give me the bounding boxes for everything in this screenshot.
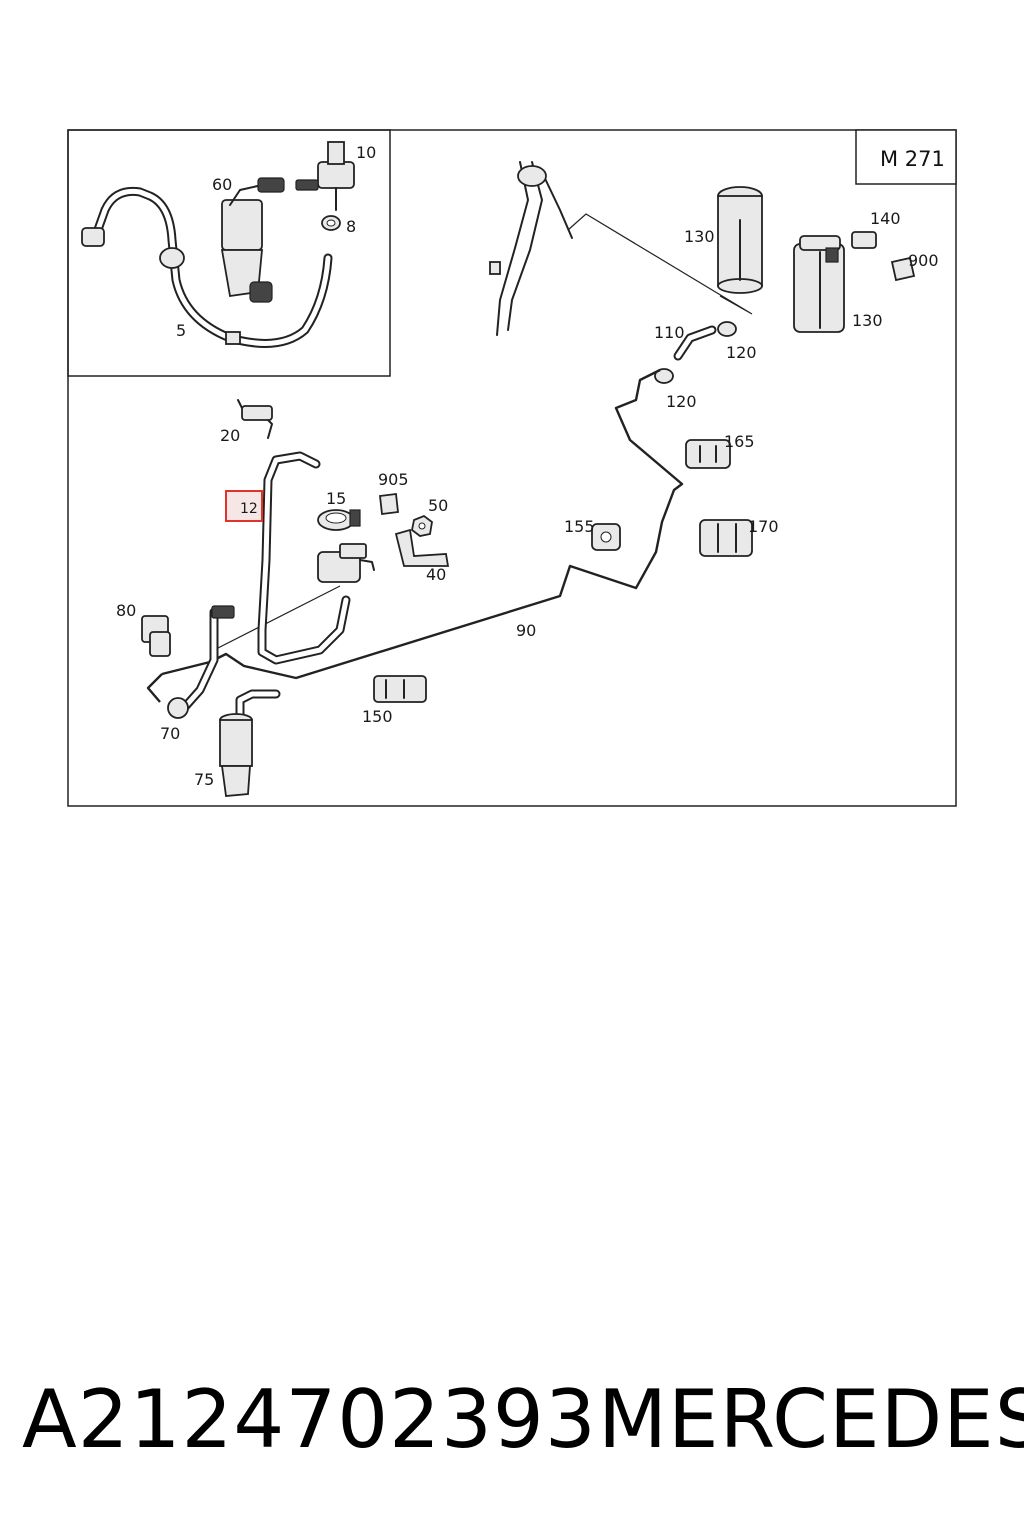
line-90 <box>146 368 684 703</box>
inset-valve-10 <box>295 141 355 211</box>
inset-canister-60 <box>220 177 285 303</box>
valve-assembly <box>317 543 375 583</box>
inset-hose-5 <box>81 186 333 348</box>
callout-80: 80 <box>116 601 136 620</box>
callout-130-left: 130 <box>684 227 715 246</box>
callout-60: 60 <box>212 175 232 194</box>
callout-905: 905 <box>378 470 409 489</box>
canister-75 <box>219 689 281 797</box>
callout-8: 8 <box>346 217 356 236</box>
callout-130-right: 130 <box>852 311 883 330</box>
callout-20: 20 <box>220 426 240 445</box>
callout-50: 50 <box>428 496 448 515</box>
part-140 <box>851 231 877 249</box>
hose-12 <box>257 451 351 665</box>
callout-70: 70 <box>160 724 180 743</box>
callout-12: 12 <box>240 501 258 517</box>
part-165 <box>685 439 731 469</box>
bracket-20 <box>237 399 273 439</box>
hose-110 <box>673 325 717 361</box>
callout-170: 170 <box>748 517 779 536</box>
model-label: M 271 <box>880 147 945 171</box>
callout-120-upper: 120 <box>726 343 757 362</box>
callout-12-highlight <box>225 490 263 522</box>
callout-150: 150 <box>362 707 393 726</box>
part-155 <box>591 523 621 551</box>
parts-diagram: M 271 <box>67 129 957 807</box>
clip-150 <box>373 675 427 703</box>
canister-130-right <box>793 235 845 333</box>
callout-75: 75 <box>194 770 214 789</box>
harness-assembly <box>489 161 753 336</box>
brand-name: MERCEDES <box>598 1373 1024 1466</box>
callout-40: 40 <box>426 565 446 584</box>
label-905 <box>379 492 399 516</box>
callout-140: 140 <box>870 209 901 228</box>
hose-70 <box>167 605 235 719</box>
inset-frame <box>67 129 391 377</box>
callout-5: 5 <box>176 321 186 340</box>
clamp-15 <box>317 509 361 531</box>
inset-clamp-8 <box>321 215 341 231</box>
callout-10: 10 <box>356 143 376 162</box>
callout-15: 15 <box>326 489 346 508</box>
nut-50 <box>411 514 433 537</box>
footer-caption: A2124702393 MERCEDES <box>0 1370 1024 1470</box>
callout-155: 155 <box>564 517 595 536</box>
model-label-box <box>855 129 957 185</box>
part-900 <box>890 256 916 282</box>
canister-130-left <box>717 186 763 294</box>
diagram-frame <box>67 129 957 807</box>
bracket-40 <box>394 528 450 567</box>
clamp-120 <box>654 321 737 384</box>
callout-110: 110 <box>654 323 685 342</box>
callout-120-lower: 120 <box>666 392 697 411</box>
part-number: A2124702393 <box>22 1373 597 1466</box>
bracket-80 <box>141 615 171 657</box>
callout-90: 90 <box>516 621 536 640</box>
part-170 <box>699 519 753 557</box>
callout-165: 165 <box>724 432 755 451</box>
callout-900: 900 <box>908 251 939 270</box>
